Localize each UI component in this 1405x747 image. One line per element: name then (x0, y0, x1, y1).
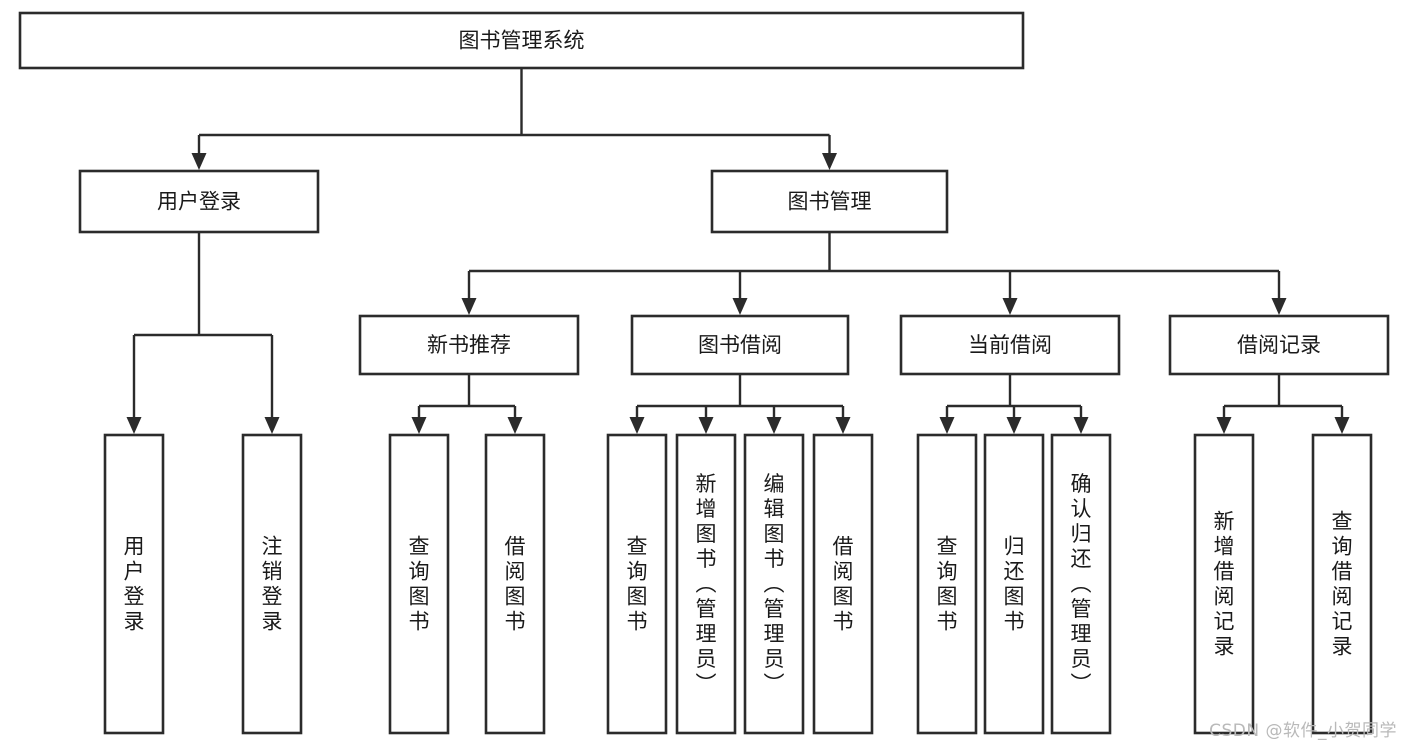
node-leaf-add-book[interactable]: 新增图书︵管理员︶ (675, 433, 737, 735)
arrow-head-leaf-borrow-book-rec (507, 417, 523, 434)
node-box-leaf-add-book (675, 433, 737, 735)
node-label-user-login: 用户登录 (157, 190, 241, 214)
node-box-leaf-query-book-borrow (606, 433, 668, 735)
node-label-leaf-query-book-rec: 查询图书 (409, 535, 430, 634)
arrow-head-leaf-query-book-rec (411, 417, 427, 434)
node-box-book-management (710, 169, 949, 234)
node-label-borrow-record: 借阅记录 (1237, 333, 1321, 357)
node-label-leaf-query-record: 查询借阅记录 (1332, 510, 1353, 659)
node-leaf-borrow-book-rec[interactable]: 借阅图书 (484, 433, 546, 735)
arrow-head-leaf-add-record (1216, 417, 1232, 434)
arrow-head-borrow-record (1271, 298, 1287, 315)
node-current-borrow[interactable]: 当前借阅 (899, 314, 1121, 376)
node-borrow-record[interactable]: 借阅记录 (1168, 314, 1390, 376)
node-label-root: 图书管理系统 (459, 29, 585, 53)
node-label-leaf-query-book-current: 查询图书 (937, 535, 958, 634)
node-label-leaf-logout: 注销登录 (262, 535, 283, 634)
connector-group-current-borrow (939, 374, 1089, 434)
arrow-head-book-management (822, 153, 837, 170)
node-box-leaf-logout (241, 433, 303, 735)
node-user-login[interactable]: 用户登录 (78, 169, 320, 234)
node-label-leaf-user-login: 用户登录 (124, 535, 145, 634)
node-box-leaf-return-book (983, 433, 1045, 735)
node-label-book-management: 图书管理 (788, 190, 872, 214)
arrow-head-leaf-borrow-book (835, 417, 851, 434)
node-box-book-borrow (630, 314, 850, 376)
arrow-head-leaf-query-book-borrow (629, 417, 645, 434)
connector-layer (126, 68, 1350, 434)
node-root[interactable]: 图书管理系统 (18, 11, 1025, 70)
node-label-current-borrow: 当前借阅 (968, 333, 1052, 357)
node-box-leaf-user-login (103, 433, 165, 735)
watermark-text: CSDN @软件_小贺同学 (1209, 721, 1397, 741)
node-box-leaf-query-book-current (916, 433, 978, 735)
node-box-user-login (78, 169, 320, 234)
node-box-leaf-query-book-rec (388, 433, 450, 735)
arrow-head-leaf-edit-book (766, 417, 782, 434)
node-label-new-book-recommend: 新书推荐 (427, 333, 511, 357)
node-book-borrow[interactable]: 图书借阅 (630, 314, 850, 376)
arrow-head-book-borrow (732, 298, 748, 315)
arrow-head-leaf-return-book (1006, 417, 1022, 434)
connector-group-book-borrow (629, 374, 851, 434)
node-box-leaf-borrow-book-rec (484, 433, 546, 735)
node-leaf-query-record[interactable]: 查询借阅记录 (1311, 433, 1373, 735)
node-box-root (18, 11, 1025, 70)
node-label-leaf-edit-book: 编辑图书︵管理员︶ (764, 472, 785, 696)
connector-group-root (191, 68, 837, 170)
connector-group-borrow-record (1216, 374, 1350, 434)
node-label-leaf-borrow-book: 借阅图书 (833, 535, 854, 634)
node-leaf-query-book-rec[interactable]: 查询图书 (388, 433, 450, 735)
node-leaf-borrow-book[interactable]: 借阅图书 (812, 433, 874, 735)
node-new-book-recommend[interactable]: 新书推荐 (358, 314, 580, 376)
node-box-leaf-edit-book (743, 433, 805, 735)
arrow-head-new-book-recommend (461, 298, 477, 315)
connector-group-new-book-recommend (411, 374, 523, 434)
arrow-head-user-login (191, 153, 207, 170)
connector-group-book-management (461, 232, 1287, 315)
node-book-management[interactable]: 图书管理 (710, 169, 949, 234)
node-label-leaf-borrow-book-rec: 借阅图书 (505, 535, 526, 634)
arrow-head-leaf-add-book (698, 417, 714, 434)
node-leaf-logout[interactable]: 注销登录 (241, 433, 303, 735)
arrow-head-leaf-query-book-current (939, 417, 955, 434)
node-label-leaf-add-record: 新增借阅记录 (1214, 510, 1235, 659)
node-leaf-query-book-borrow[interactable]: 查询图书 (606, 433, 668, 735)
node-leaf-query-book-current[interactable]: 查询图书 (916, 433, 978, 735)
arrow-head-current-borrow (1002, 298, 1018, 315)
arrow-head-leaf-user-login (126, 417, 142, 434)
arrow-head-leaf-confirm-return (1073, 417, 1089, 434)
node-box-borrow-record (1168, 314, 1390, 376)
connector-group-user-login (126, 232, 280, 434)
node-label-leaf-add-book: 新增图书︵管理员︶ (696, 472, 717, 696)
node-label-leaf-query-book-borrow: 查询图书 (627, 535, 648, 634)
node-box-leaf-add-record (1193, 433, 1255, 735)
node-leaf-user-login[interactable]: 用户登录 (103, 433, 165, 735)
node-leaf-return-book[interactable]: 归还图书 (983, 433, 1045, 735)
node-label-book-borrow: 图书借阅 (698, 333, 782, 357)
node-box-new-book-recommend (358, 314, 580, 376)
node-leaf-add-record[interactable]: 新增借阅记录 (1193, 433, 1255, 735)
node-label-leaf-confirm-return: 确认归还︵管理员︶ (1071, 472, 1092, 696)
node-box-leaf-query-record (1311, 433, 1373, 735)
node-leaf-edit-book[interactable]: 编辑图书︵管理员︶ (743, 433, 805, 735)
node-label-leaf-return-book: 归还图书 (1004, 535, 1025, 634)
node-box-current-borrow (899, 314, 1121, 376)
node-leaf-confirm-return[interactable]: 确认归还︵管理员︶ (1050, 433, 1112, 735)
arrow-head-leaf-logout (264, 417, 280, 434)
node-layer: 图书管理系统用户登录图书管理新书推荐图书借阅当前借阅借阅记录用户登录注销登录查询… (18, 11, 1390, 735)
arrow-head-leaf-query-record (1334, 417, 1350, 434)
node-box-leaf-confirm-return (1050, 433, 1112, 735)
node-box-leaf-borrow-book (812, 433, 874, 735)
